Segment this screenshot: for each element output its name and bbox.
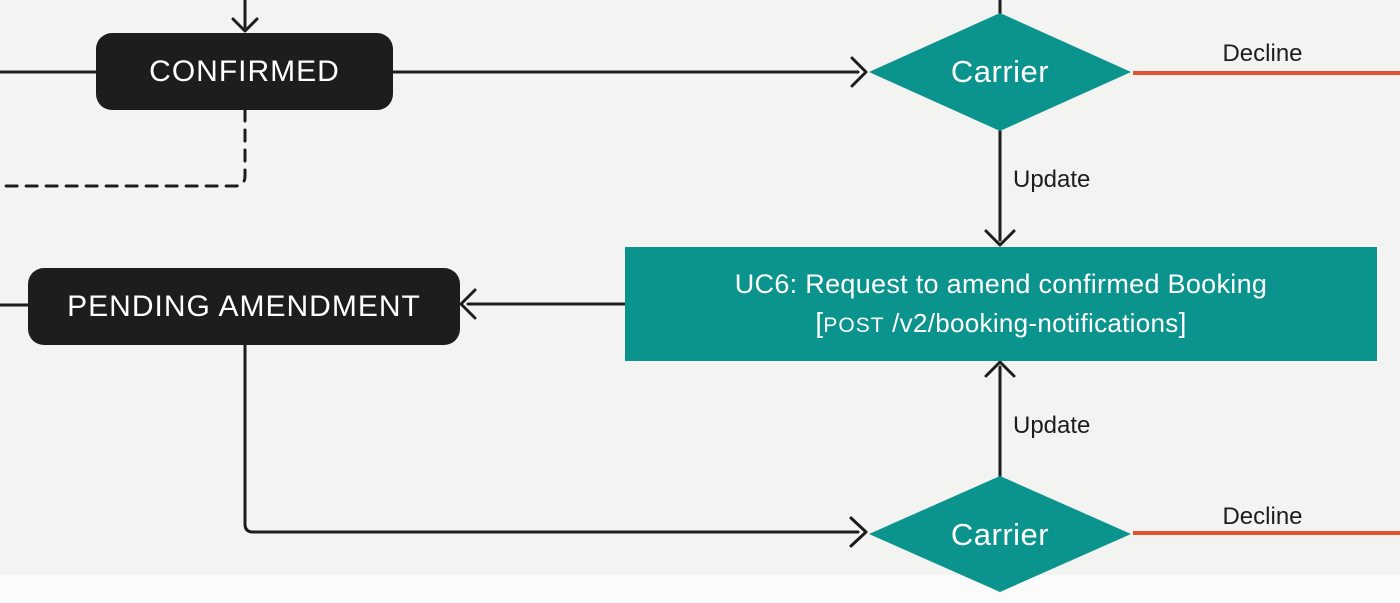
uc6-http-method: POST bbox=[823, 314, 885, 337]
decline-bottom-label: Decline bbox=[1222, 503, 1303, 530]
edge-pending-to-carrier bbox=[243, 343, 860, 534]
state-pending-amendment: PENDING AMENDMENT bbox=[28, 268, 460, 345]
uc6-bracket-close: ] bbox=[1178, 307, 1187, 338]
uc6-endpoint: [POST /v2/booking-notifications] bbox=[815, 307, 1186, 339]
process-uc6: UC6: Request to amend confirmed Booking … bbox=[625, 247, 1377, 361]
carrier-bottom-diamond bbox=[869, 476, 1131, 592]
state-confirmed: CONFIRMED bbox=[96, 33, 393, 110]
bottom-band bbox=[0, 575, 1400, 603]
arrowhead-right-icon bbox=[849, 516, 868, 548]
arrowhead-down-icon bbox=[984, 229, 1016, 247]
uc6-endpoint-path: /v2/booking-notifications bbox=[884, 308, 1179, 338]
update-top-label: Update bbox=[1013, 166, 1091, 193]
update-bottom-label: Update bbox=[1013, 412, 1091, 439]
arrowhead-right-icon bbox=[850, 56, 868, 88]
uc6-bracket-open: [ bbox=[815, 307, 824, 338]
carrier-top-diamond bbox=[869, 13, 1131, 131]
carrier-bottom-label: Carrier bbox=[950, 517, 1050, 552]
edge-confirmed-dashed bbox=[0, 108, 247, 188]
uc6-title: UC6: Request to amend confirmed Booking bbox=[734, 269, 1268, 299]
carrier-top-label: Carrier bbox=[950, 54, 1050, 89]
arrowhead-up-icon bbox=[984, 360, 1016, 378]
arrowhead-down-icon bbox=[231, 17, 259, 33]
arrowhead-left-icon bbox=[459, 288, 477, 320]
state-pending-amendment-label: PENDING AMENDMENT bbox=[67, 289, 421, 323]
decline-top-label: Decline bbox=[1222, 40, 1303, 67]
state-confirmed-label: CONFIRMED bbox=[149, 54, 340, 88]
